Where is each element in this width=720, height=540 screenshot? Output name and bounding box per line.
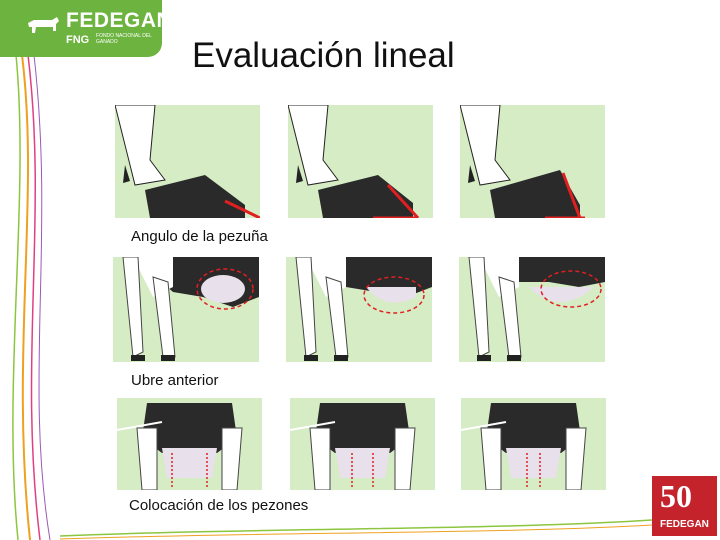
teat-placement-image-3	[461, 398, 606, 490]
teat-placement-image-2	[290, 398, 435, 490]
teat-placement-image-1	[117, 398, 262, 490]
hoof-angle-image-3	[460, 105, 605, 218]
hoof-angle-image-1	[115, 105, 260, 218]
badge-name: FEDEGAN	[660, 519, 709, 530]
fedegan-50-badge: 50 FEDEGAN	[652, 476, 717, 536]
fore-udder-image-1	[113, 257, 259, 362]
fore-udder-image-2	[286, 257, 432, 362]
fedegan-logo: FEDEGAN FNG FONDO NACIONAL DEL GANADO	[0, 0, 162, 57]
badge-number: 50	[660, 478, 692, 515]
caption-teat-placement: Colocación de los pezones	[127, 497, 310, 514]
decorative-lines	[0, 0, 60, 540]
logo-fng: FNG	[66, 34, 89, 46]
fore-udder-image-3	[459, 257, 605, 362]
slide-title: Evaluación lineal	[192, 36, 455, 76]
logo-fng-subtitle: FONDO NACIONAL DEL GANADO	[96, 33, 156, 45]
hoof-angle-image-2	[288, 105, 433, 218]
logo-brand: FEDEGAN	[66, 9, 172, 33]
cow-icon	[26, 15, 60, 37]
caption-fore-udder: Ubre anterior	[129, 372, 221, 389]
caption-hoof-angle: Angulo de la pezuña	[129, 228, 270, 245]
